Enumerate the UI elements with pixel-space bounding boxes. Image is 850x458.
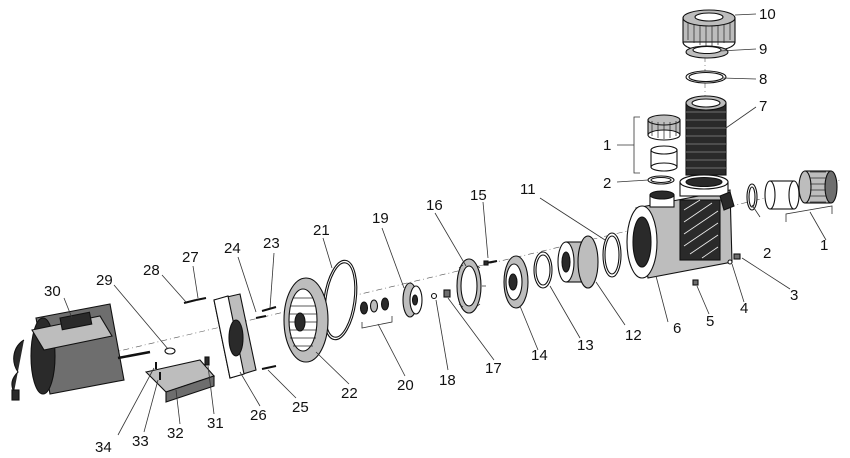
part-22-motor-bracket: [283, 277, 329, 363]
callout-24: 24: [224, 240, 241, 257]
callout-19: 19: [372, 210, 389, 227]
callout-2-side: 2: [763, 245, 771, 262]
callout-16: 16: [426, 197, 443, 214]
part-2-o-ring-side: [746, 183, 758, 211]
part-13-o-ring: [533, 251, 553, 289]
part-6-pump-housing: [626, 174, 735, 279]
callout-34: 34: [95, 439, 112, 456]
callout-10: 10: [759, 6, 776, 23]
callout-29: 29: [96, 272, 113, 289]
part-28-bolt: [183, 299, 197, 304]
callout-20: 20: [397, 377, 414, 394]
part-12-diffuser: [557, 235, 599, 289]
callout-labels: 10 9 8 7 1 2 11 15 16 19 21 23 24 27 28 …: [44, 6, 828, 456]
part-24-stud: [255, 315, 267, 319]
callout-8: 8: [759, 71, 767, 88]
part-26-adapter-plate: [213, 293, 257, 379]
part-31-bolt: [204, 356, 210, 366]
part-14-seal-plate: [503, 255, 529, 309]
callout-33: 33: [132, 433, 149, 450]
callout-17: 17: [485, 360, 502, 377]
callout-1-side: 1: [820, 237, 828, 254]
leader-lines: [63, 13, 833, 436]
part-10-lid-ring: [682, 9, 736, 52]
part-21-large-o-ring: [322, 259, 358, 341]
callout-11: 11: [520, 181, 536, 198]
part-18-washer: [430, 292, 438, 300]
part-7-strainer-basket: [685, 95, 727, 176]
part-11-diffuser-o-ring: [602, 232, 622, 278]
part-3-drain-plug: [733, 253, 741, 260]
callout-3: 3: [790, 287, 798, 304]
callout-7: 7: [759, 98, 767, 115]
part-32-motor-base: [144, 359, 215, 403]
callout-28: 28: [143, 262, 160, 279]
callout-15: 15: [470, 187, 487, 204]
callout-6: 6: [673, 320, 681, 337]
part-2-o-ring-upper: [647, 175, 675, 185]
callout-22: 22: [341, 385, 358, 402]
part-16-clamp-ring: [456, 258, 486, 314]
part-1-union-side: [764, 170, 838, 210]
part-1-union-nut-upper: [647, 114, 681, 172]
callout-12: 12: [625, 327, 642, 344]
part-20-mechanical-seal: [359, 297, 390, 315]
part-17-nut: [443, 289, 451, 298]
part-19-impeller: [402, 282, 423, 318]
part-15-screw: [483, 260, 498, 266]
callout-23: 23: [263, 235, 280, 252]
part-30-motor: [11, 303, 151, 401]
callout-2-upper: 2: [603, 175, 611, 192]
callout-27: 27: [182, 249, 199, 266]
part-29-washer: [164, 347, 176, 355]
part-8-lid-o-ring: [685, 70, 727, 84]
part-27-bolt: [195, 297, 207, 301]
part-25-bolt: [261, 365, 277, 370]
callout-4: 4: [740, 300, 748, 317]
callout-21: 21: [313, 222, 330, 239]
callout-31: 31: [207, 415, 224, 432]
callout-30: 30: [44, 283, 61, 300]
part-5-drain-plug-bottom: [692, 279, 699, 286]
callout-18: 18: [439, 372, 456, 389]
callout-13: 13: [577, 337, 594, 354]
callout-5: 5: [706, 313, 714, 330]
callout-9: 9: [759, 41, 767, 58]
callout-25: 25: [292, 399, 309, 416]
callout-32: 32: [167, 425, 184, 442]
part-23-stud: [261, 306, 277, 312]
part-4-washer: [727, 259, 733, 265]
callout-26: 26: [250, 407, 267, 424]
callout-1-upper: 1: [603, 137, 611, 154]
part-9-lid: [685, 45, 729, 59]
callout-14: 14: [531, 347, 548, 364]
